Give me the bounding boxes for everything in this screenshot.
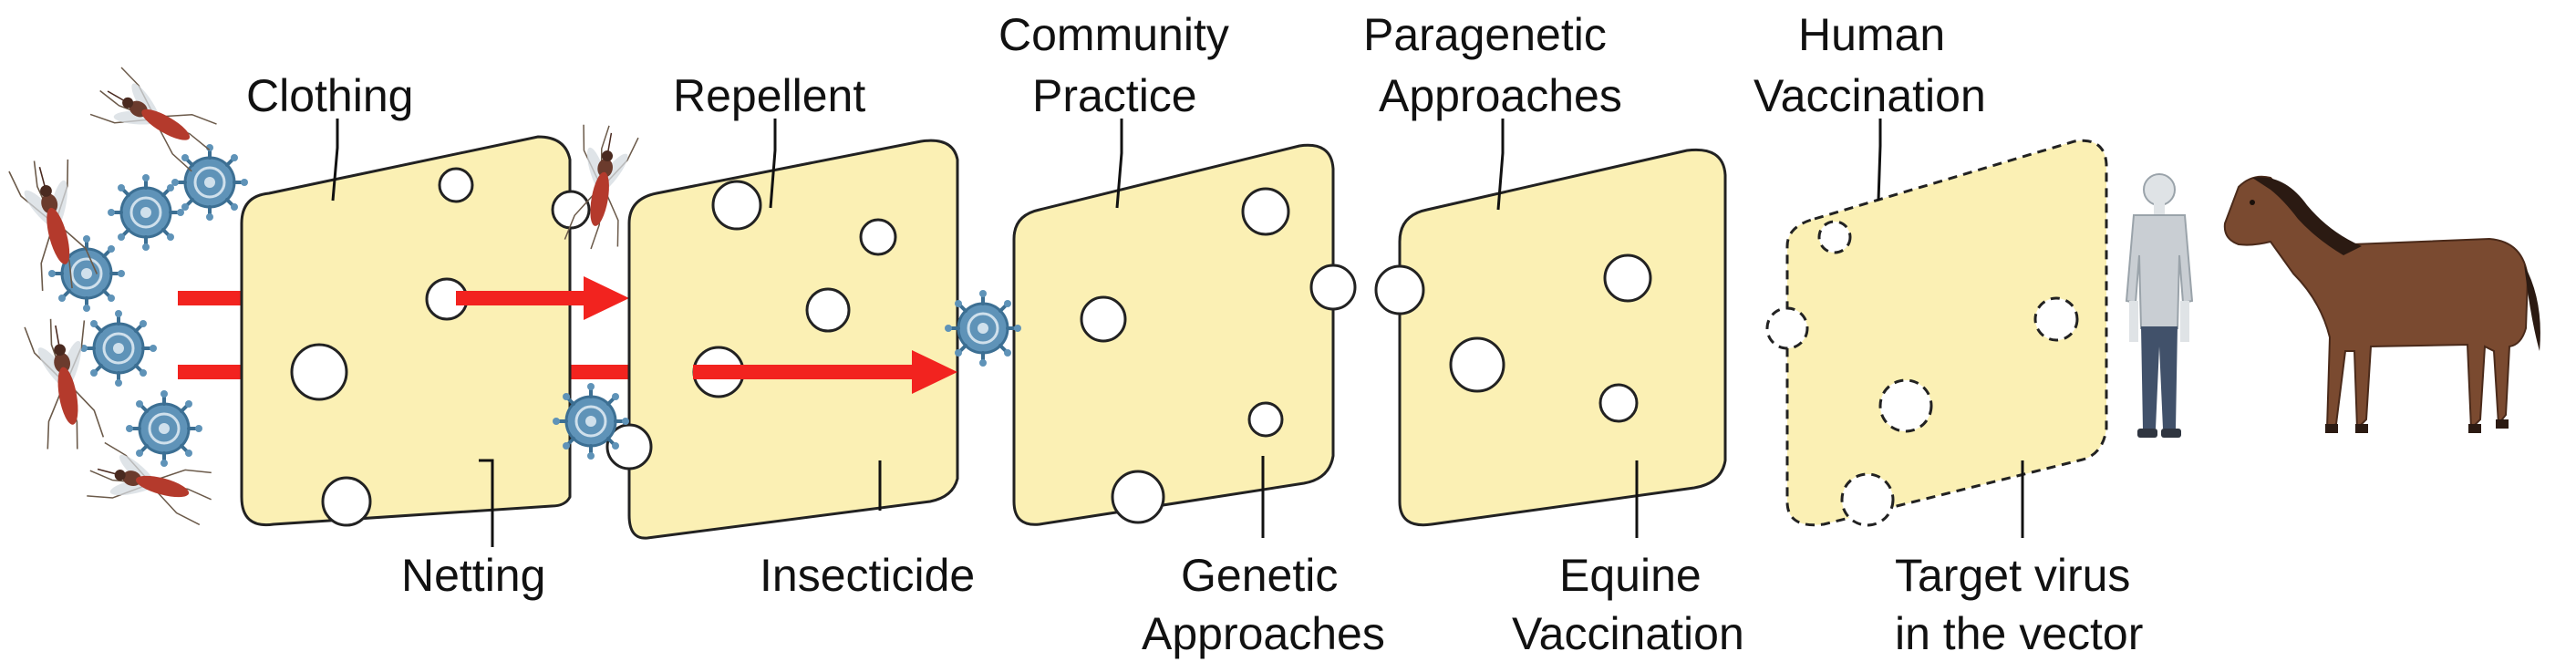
label-paragenetic-line2: Approaches — [1379, 70, 1622, 121]
label-genetic-line1: Genetic — [1181, 550, 1338, 601]
mosquito-icon — [23, 312, 108, 456]
virus-particle-icon — [106, 172, 186, 253]
label-human-line2: Vaccination — [1754, 70, 1986, 121]
virus-particle-icon — [124, 388, 204, 469]
virus-particle-icon — [78, 308, 159, 388]
label-repellent: Repellent — [673, 70, 865, 121]
label-human-line1: Human — [1798, 9, 1945, 60]
virus-particle-icon — [170, 142, 250, 222]
label-community-line1: Community — [998, 9, 1229, 60]
label-paragenetic-line1: Paragenetic — [1363, 9, 1607, 60]
label-clothing: Clothing — [246, 70, 413, 121]
cheese-slice-1 — [240, 135, 591, 527]
label-equine-line1: Equine — [1559, 550, 1702, 601]
cheese-slice-4 — [1374, 148, 1727, 527]
virus-particle-icon — [943, 288, 1023, 368]
cheese-slice-5-target-virus — [1765, 139, 2108, 527]
cheese-slice-2 — [605, 139, 959, 540]
label-insecticide: Insecticide — [760, 550, 975, 601]
leader-lines — [331, 119, 2024, 547]
label-genetic-line2: Approaches — [1142, 608, 1385, 659]
label-target-line1: Target virus — [1895, 550, 2130, 601]
label-equine-line2: Vaccination — [1512, 608, 1744, 659]
label-community-line2: Practice — [1032, 70, 1197, 121]
label-netting: Netting — [401, 550, 545, 601]
arrow-head-lower-front — [912, 350, 957, 394]
arrow-head-upper — [584, 276, 629, 320]
human-figure-icon — [2125, 173, 2194, 438]
mosquito-icon — [82, 439, 220, 529]
horse-icon — [2223, 175, 2540, 433]
cheese-slice-3 — [1012, 143, 1357, 526]
virus-particle-icon — [551, 381, 631, 461]
label-target-line2: in the vector — [1895, 608, 2143, 659]
